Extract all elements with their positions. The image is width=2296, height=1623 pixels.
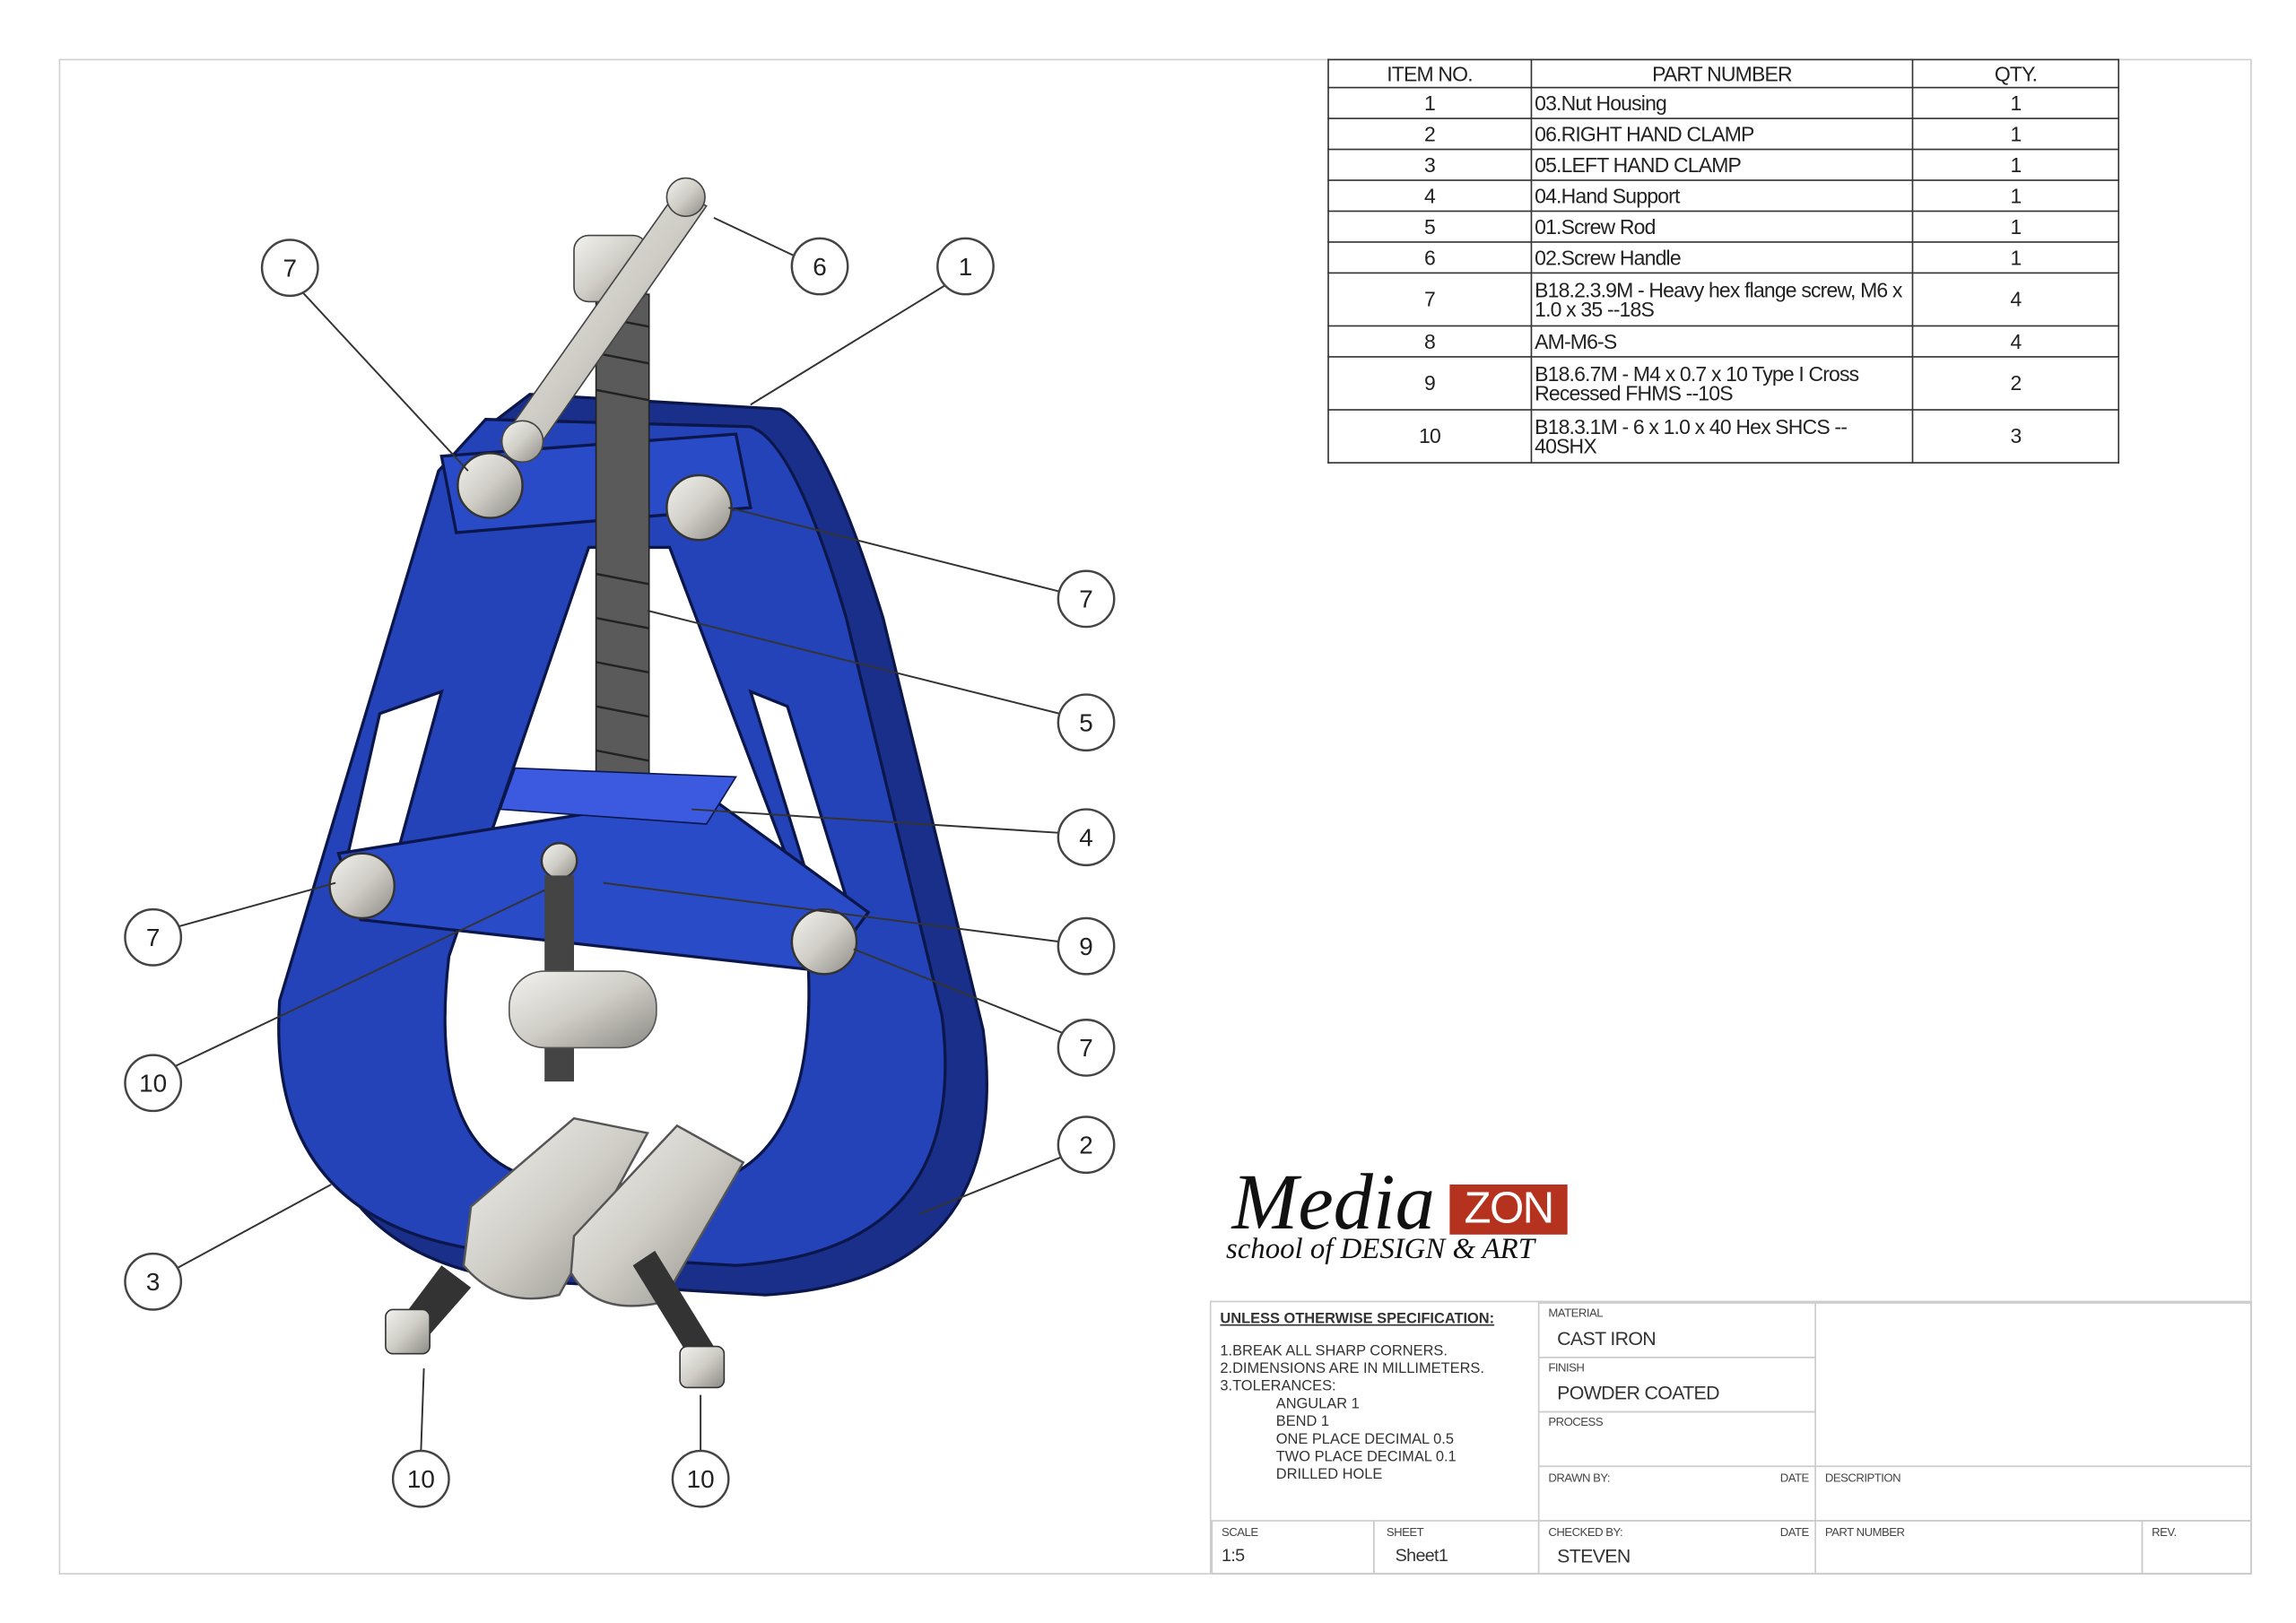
tolerance: TWO PLACE DECIMAL 0.1	[1275, 1449, 1457, 1466]
qty: 1	[1912, 148, 2120, 181]
note: 3.TOLERANCES:	[1220, 1378, 1336, 1395]
checked-by-label: CHECKED BY:	[1548, 1525, 1623, 1540]
material-cell: MATERIAL CAST IRON	[1537, 1302, 1816, 1358]
item-no: 5	[1327, 210, 1532, 243]
description-cell: DESCRIPTION	[1814, 1465, 2252, 1522]
description-label: DESCRIPTION	[1824, 1471, 1901, 1485]
part-number-label: PART NUMBER	[1824, 1525, 1905, 1540]
checked-by-cell: CHECKED BY: DATE STEVEN	[1537, 1520, 1816, 1575]
part-number: 01.Screw Rod	[1530, 210, 1914, 243]
part-number: B18.3.1M - 6 x 1.0 x 40 Hex SHCS -- 40SH…	[1530, 409, 1914, 464]
item-no: 7	[1327, 272, 1532, 327]
header-item-no: ITEM NO.	[1327, 58, 1532, 89]
tolerance: ANGULAR 1	[1275, 1396, 1360, 1413]
logo-media-text: Media	[1231, 1158, 1435, 1246]
item-no: 2	[1327, 117, 1532, 151]
part-number: B18.6.7M - M4 x 0.7 x 10 Type I Cross Re…	[1530, 356, 1914, 411]
title-block: UNLESS OTHERWISE SPECIFICATION: 1.BREAK …	[1209, 1300, 2252, 1575]
drawn-by-cell: DRAWN BY: DATE	[1537, 1465, 1816, 1522]
sheet-border	[58, 58, 2252, 1575]
table-header-row: ITEM NO. PART NUMBER QTY.	[1327, 58, 2120, 89]
item-no: 10	[1327, 409, 1532, 464]
tolerance: DRILLED HOLE	[1275, 1467, 1383, 1484]
qty: 4	[1912, 325, 2120, 358]
notes-heading: UNLESS OTHERWISE SPECIFICATION:	[1220, 1311, 1495, 1328]
tolerance: ONE PLACE DECIMAL 0.5	[1275, 1431, 1454, 1448]
general-notes: UNLESS OTHERWISE SPECIFICATION: 1.BREAK …	[1220, 1311, 1494, 1485]
logo-zon-badge: ZON	[1449, 1185, 1568, 1235]
item-no: 4	[1327, 179, 1532, 213]
qty: 1	[1912, 241, 2120, 274]
blank-cell	[1814, 1302, 2252, 1468]
part-number: 05.LEFT HAND CLAMP	[1530, 148, 1914, 181]
screw-rod	[595, 293, 650, 803]
material-label: MATERIAL	[1548, 1306, 1604, 1320]
item-no: 9	[1327, 356, 1532, 411]
part-number-cell: PART NUMBER	[1814, 1520, 2144, 1575]
item-no: 6	[1327, 241, 1532, 274]
item-no: 1	[1327, 86, 1532, 119]
checked-by-value: STEVEN	[1557, 1545, 1631, 1567]
qty: 4	[1912, 272, 2120, 327]
part-number: 04.Hand Support	[1530, 179, 1914, 213]
process-cell: PROCESS	[1537, 1410, 1816, 1468]
finish-value: POWDER COATED	[1557, 1381, 1719, 1404]
part-number: B18.2.3.9M - Heavy hex flange screw, M6 …	[1530, 272, 1914, 327]
item-no: 8	[1327, 325, 1532, 358]
item-no: 3	[1327, 148, 1532, 181]
scale-cell: SCALE 1:5	[1211, 1520, 1375, 1575]
part-number: 06.RIGHT HAND CLAMP	[1530, 117, 1914, 151]
qty: 1	[1912, 210, 2120, 243]
header-qty: QTY.	[1912, 58, 2120, 89]
finish-label: FINISH	[1548, 1360, 1585, 1375]
part-number: AM-M6-S	[1530, 325, 1914, 358]
qty: 1	[1912, 179, 2120, 213]
note: 1.BREAK ALL SHARP CORNERS.	[1220, 1343, 1448, 1360]
finish-cell: FINISH POWDER COATED	[1537, 1357, 1816, 1413]
sheet-cell: SHEET Sheet1	[1373, 1520, 1540, 1575]
sheet-value: Sheet1	[1395, 1545, 1448, 1567]
tolerance: BEND 1	[1275, 1414, 1330, 1431]
qty: 1	[1912, 117, 2120, 151]
date-label: DATE	[1779, 1471, 1810, 1485]
part-number: 02.Screw Handle	[1530, 241, 1914, 274]
qty: 2	[1912, 356, 2120, 411]
part-number: 03.Nut Housing	[1530, 86, 1914, 119]
drawn-by-label: DRAWN BY:	[1548, 1471, 1611, 1485]
note: 2.DIMENSIONS ARE IN MILLIMETERS.	[1220, 1360, 1484, 1377]
header-part-number: PART NUMBER	[1530, 58, 1914, 89]
qty: 3	[1912, 409, 2120, 464]
logo-tagline: school of DESIGN & ART	[1225, 1233, 1535, 1266]
rev-cell: REV.	[2141, 1520, 2252, 1575]
process-label: PROCESS	[1548, 1415, 1604, 1429]
material-value: CAST IRON	[1557, 1327, 1657, 1350]
rev-label: REV.	[2152, 1525, 2177, 1540]
sheet-label: SHEET	[1386, 1525, 1424, 1540]
scale-value: 1:5	[1222, 1545, 1245, 1567]
date-label: DATE	[1779, 1525, 1810, 1540]
scale-label: SCALE	[1222, 1525, 1258, 1540]
qty: 1	[1912, 86, 2120, 119]
